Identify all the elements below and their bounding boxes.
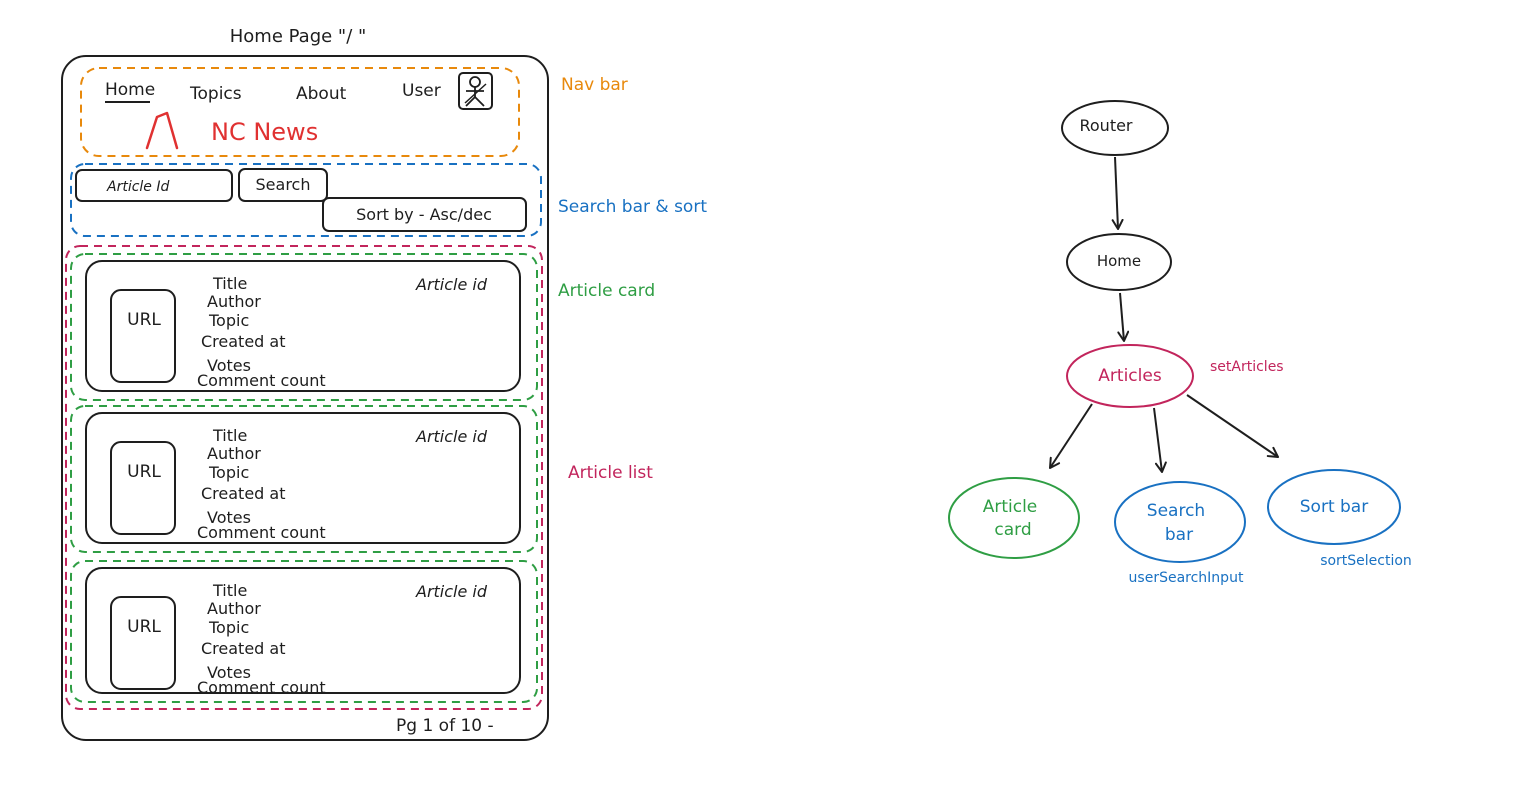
nav-about-link[interactable]: About [296,84,347,104]
nav-bar-region [80,67,520,157]
router-node [1061,100,1169,156]
article-image-placeholder [110,596,176,690]
article-card-region [70,253,538,401]
pagination-label[interactable]: Pg 1 of 10 - [396,716,494,736]
search-bar-node-line2: bar [1165,525,1193,545]
article-votes-field: Votes [207,663,251,682]
router-to-home-arrow [1111,156,1124,230]
article-id-field: Article id [415,582,488,601]
article-card-node-line1: Article [983,497,1038,517]
article-topic-field: Topic [208,618,249,637]
articles-node [1066,344,1194,408]
article-image-label: URL [127,462,161,482]
articles-to-sort-bar-arrow [1186,394,1279,458]
article-image-label: URL [127,310,161,330]
search-button-label: Search [256,175,311,194]
article-id-field: Article id [415,427,488,446]
search-sort-annotation: Search bar & sort [558,197,707,217]
article-list-region [65,245,543,710]
article-card-region [70,405,538,553]
phone-frame [61,55,549,741]
router-node-label: Router [1079,116,1132,135]
article-card-box [85,260,521,392]
articles-node-label: Articles [1098,366,1162,386]
article-author-field: Author [207,599,261,618]
nav-bar-annotation: Nav bar [561,75,628,95]
article-id-placeholder: Article Id [106,179,169,195]
article-image-placeholder [110,289,176,383]
article-card-region [70,560,538,703]
article-created-at-field: Created at [201,639,285,658]
article-votes-field: Votes [207,508,251,527]
page-title: Home Page "/ " [230,26,367,47]
sort-state-label: sortSelection [1320,553,1412,569]
search-bar-node-line1: Search [1147,501,1205,521]
article-comment-count-field: Comment count [197,371,326,390]
article-created-at-field: Created at [201,484,285,503]
brand-logo [145,111,179,150]
article-author-field: Author [207,292,261,311]
home-node [1066,233,1172,291]
article-title-field: Title [212,426,247,445]
sort-bar-node-label: Sort bar [1300,497,1368,517]
search-bar-node [1114,481,1246,563]
article-list-annotation: Article list [568,463,653,483]
article-id-field: Article id [415,275,488,294]
article-votes-field: Votes [207,356,251,375]
nav-topics-link[interactable]: Topics [189,84,242,104]
search-sort-region [70,163,542,237]
search-state-label: userSearchInput [1129,570,1244,586]
article-title-field: Title [212,581,247,600]
article-id-input[interactable] [75,169,233,202]
articles-to-search-bar-arrow [1153,407,1167,473]
article-card-annotation: Article card [558,281,655,301]
article-topic-field: Topic [208,463,249,482]
article-comment-count-field: Comment count [197,678,326,697]
sort-bar-node [1267,469,1401,545]
sort-button[interactable] [322,197,527,232]
article-comment-count-field: Comment count [197,523,326,542]
articles-to-article-card-arrow [1049,403,1093,469]
nav-user-link[interactable]: User [402,81,441,101]
articles-state-label: setArticles [1210,359,1284,375]
brand-name: NC News [211,118,318,146]
article-image-placeholder [110,441,176,535]
home-node-label: Home [1097,252,1141,270]
article-title-field: Title [212,274,247,293]
search-button[interactable] [238,168,328,202]
article-card-node [948,477,1080,559]
sort-button-label: Sort by - Asc/dec [356,205,492,224]
article-topic-field: Topic [208,311,249,330]
user-avatar-icon[interactable] [458,72,493,110]
article-created-at-field: Created at [201,332,285,351]
nav-home-link[interactable]: Home [105,80,155,100]
home-to-articles-arrow [1117,292,1130,342]
article-card-box [85,567,521,694]
article-author-field: Author [207,444,261,463]
article-card-box [85,412,521,544]
article-image-label: URL [127,617,161,637]
article-card-node-line2: card [994,520,1031,540]
